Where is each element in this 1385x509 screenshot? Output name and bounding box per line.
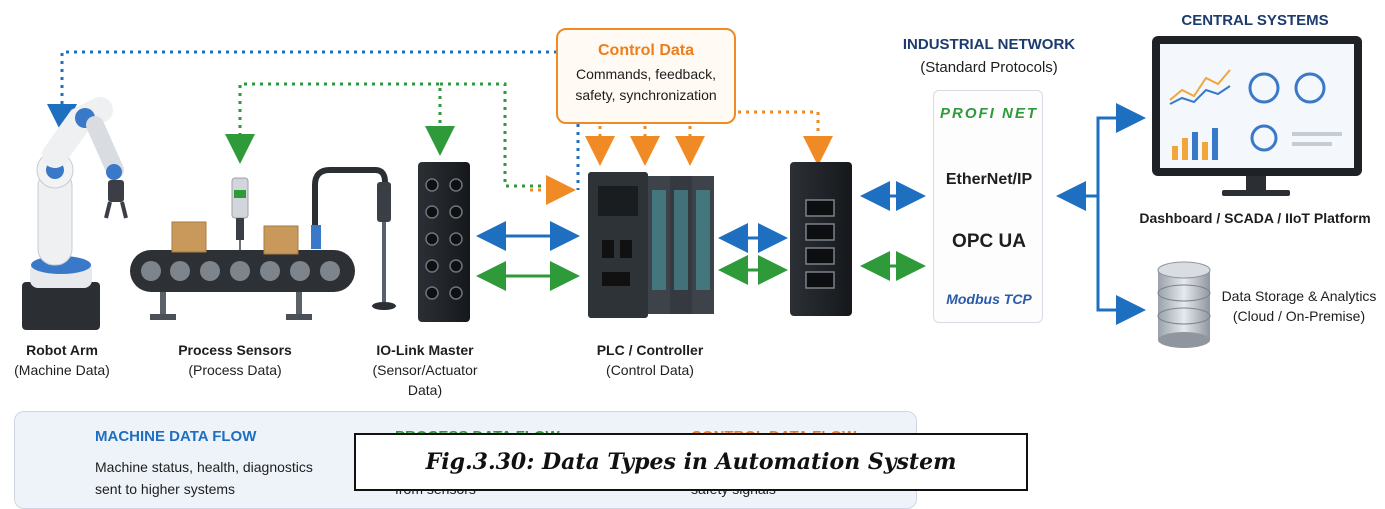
storage-label-line-1: Data Storage & Analytics [1221,288,1377,304]
figure-caption: Fig.3.30: Data Types in Automation Syste… [425,449,957,475]
legend-machine-line-2: sent to higher systems [95,481,236,497]
conveyor-illustration [130,177,355,320]
control-data-line-1: Commands, feedback, [575,66,717,82]
control-data-title: Control Data [598,42,694,59]
protocol-profinet-logo: PROFI NET [939,105,1038,122]
network-switch-illustration [790,162,852,316]
robot-arm-desc: (Machine Data) [14,362,110,378]
industrial-network-title: INDUSTRIAL NETWORK [902,36,1076,53]
control-data-dotted-path [530,110,833,205]
control-data-line-2: safety, synchronization [575,87,717,103]
dashboard-label: Dashboard / SCADA / IIoT Platform [1139,210,1371,226]
iolink-master-name: IO-Link Master [376,342,474,358]
protocol-modbus-logo: Modbus TCP [946,291,1032,307]
process-sensors-label: Process Sensors (Process Data) [160,340,310,380]
legend-machine-title: MACHINE DATA FLOW [95,428,257,445]
plc-desc: (Control Data) [606,362,694,378]
storage-label: Data Storage & Analytics (Cloud / On-Pre… [1214,286,1384,326]
plc-illustration [588,172,714,318]
storage-label-line-2: (Cloud / On-Premise) [1232,308,1366,324]
plc-name: PLC / Controller [596,342,704,358]
control-data-box: Control Data Commands, feedback, safety,… [556,28,736,124]
network-to-central-arrows [1056,103,1146,325]
process-sensors-desc: (Process Data) [188,362,282,378]
dashboard-monitor-illustration [1152,36,1362,196]
iolink-master-desc-2: Data) [407,382,443,398]
iolink-master-desc-1: (Sensor/Actuator [372,362,478,378]
iolink-master-label: IO-Link Master (Sensor/Actuator Data) [340,340,510,400]
database-illustration [1157,261,1211,348]
process-sensors-name: Process Sensors [178,342,292,358]
central-systems-title: CENTRAL SYSTEMS [1181,12,1329,29]
robot-arm-name: Robot Arm [26,342,98,358]
plc-label: PLC / Controller (Control Data) [560,340,740,380]
process-data-dotted-path [225,82,560,188]
protocols-panel: PROFI NET EtherNet/IP OPC UA Modbus TCP [933,90,1043,323]
iolink-master-illustration [418,162,470,322]
protocol-ethernetip-logo: EtherNet/IP [945,171,1033,188]
industrial-network-subtitle: (Standard Protocols) [920,59,1058,76]
protocol-opcua-logo: OPC UA [952,231,1026,252]
legend-machine-line-1: Machine status, health, diagnostics [95,459,313,475]
robot-arm-label: Robot Arm (Machine Data) [0,340,124,380]
cable-sensor-illustration [311,167,396,310]
robot-arm-illustration [22,97,128,330]
figure-caption-box: Fig.3.30: Data Types in Automation Syste… [354,433,1028,491]
